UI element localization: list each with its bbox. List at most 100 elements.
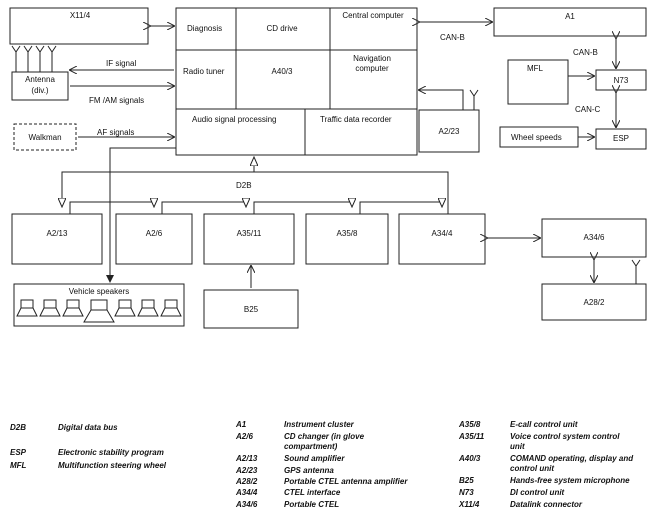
svg-text:B25: B25 bbox=[459, 476, 474, 485]
can-b-label-2: CAN-B bbox=[573, 48, 598, 57]
if-signal-label: IF signal bbox=[106, 59, 136, 68]
svg-text:Hands-free system microphone: Hands-free system microphone bbox=[510, 476, 630, 485]
svg-text:control unit: control unit bbox=[510, 464, 554, 473]
svg-text:unit: unit bbox=[510, 442, 525, 451]
d2b-label: D2B bbox=[236, 181, 252, 190]
svg-text:A34/4: A34/4 bbox=[235, 488, 258, 497]
radio-tuner-label: Radio tuner bbox=[183, 67, 225, 76]
n73-box: N73 bbox=[595, 69, 647, 91]
svg-text:A35/8: A35/8 bbox=[458, 420, 481, 429]
wheel-speeds-box: Wheel speeds bbox=[499, 126, 579, 148]
svg-text:compartment): compartment) bbox=[284, 442, 338, 451]
svg-text:X11/4: X11/4 bbox=[458, 500, 480, 509]
svg-text:A2/6: A2/6 bbox=[235, 432, 253, 441]
svg-text:Wheel speeds: Wheel speeds bbox=[511, 133, 562, 142]
gps-link bbox=[419, 90, 464, 110]
svg-text:GPS antenna: GPS antenna bbox=[284, 466, 334, 475]
x11-4-box: X11/4 bbox=[9, 7, 149, 45]
a35-8-box: A35/8 bbox=[305, 213, 389, 265]
svg-text:Digital data bus: Digital data bus bbox=[58, 423, 118, 432]
central-computer-label: Central computer bbox=[342, 11, 404, 20]
a28-2-box: A28/2 bbox=[541, 283, 647, 321]
svg-text:COMAND operating, display and: COMAND operating, display and bbox=[510, 454, 634, 463]
audio-processing-label: Audio signal processing bbox=[192, 115, 277, 124]
a2-6-box: A2/6 bbox=[115, 213, 193, 265]
a34-6-box: A34/6 bbox=[541, 218, 647, 258]
speaker-icon bbox=[160, 299, 182, 317]
speaker-icon bbox=[62, 299, 84, 317]
subwoofer-icon bbox=[83, 299, 115, 323]
traffic-recorder-label: Traffic data recorder bbox=[320, 115, 392, 124]
svg-text:A34/6: A34/6 bbox=[235, 500, 258, 509]
svg-text:Walkman: Walkman bbox=[28, 133, 61, 142]
svg-text:B25: B25 bbox=[244, 305, 259, 314]
svg-text:Electronic stability program: Electronic stability program bbox=[58, 448, 164, 457]
svg-text:(div.): (div.) bbox=[31, 86, 49, 95]
svg-text:A34/4: A34/4 bbox=[432, 229, 453, 238]
fm-am-label: FM /AM signals bbox=[89, 96, 144, 105]
svg-text:N73: N73 bbox=[459, 488, 474, 497]
portable-antenna-icon bbox=[631, 259, 641, 284]
svg-text:MFL: MFL bbox=[10, 461, 27, 470]
can-c-label: CAN-C bbox=[575, 105, 601, 114]
svg-text:A2/6: A2/6 bbox=[146, 229, 163, 238]
svg-text:A2/23: A2/23 bbox=[439, 127, 460, 136]
speaker-icon bbox=[114, 299, 136, 317]
legend: D2B Digital data bus ESP Electronic stab… bbox=[10, 420, 634, 509]
speaker-icon bbox=[39, 299, 61, 317]
svg-text:Sound amplifier: Sound amplifier bbox=[284, 454, 345, 463]
svg-text:D2B: D2B bbox=[10, 423, 26, 432]
svg-text:ESP: ESP bbox=[10, 448, 27, 457]
svg-text:Instrument cluster: Instrument cluster bbox=[284, 420, 355, 429]
svg-text:Portable CTEL antenna amplifie: Portable CTEL antenna amplifier bbox=[284, 477, 408, 486]
svg-text:Antenna: Antenna bbox=[25, 75, 55, 84]
svg-text:A2/13: A2/13 bbox=[235, 454, 258, 463]
a2-13-box: A2/13 bbox=[11, 213, 103, 265]
can-b-label-1: CAN-B bbox=[440, 33, 465, 42]
gps-antenna-icon bbox=[469, 89, 479, 110]
svg-text:A1: A1 bbox=[565, 12, 575, 21]
svg-text:A2/13: A2/13 bbox=[47, 229, 68, 238]
audio-speakers-link bbox=[106, 147, 176, 283]
svg-text:A28/2: A28/2 bbox=[584, 298, 605, 307]
svg-text:A35/11: A35/11 bbox=[458, 432, 485, 441]
svg-text:N73: N73 bbox=[614, 76, 629, 85]
svg-text:MFL: MFL bbox=[527, 64, 544, 73]
esp-box: ESP bbox=[595, 128, 647, 150]
antenna-icons bbox=[11, 45, 57, 72]
cd-drive-label: CD drive bbox=[266, 24, 298, 33]
svg-text:A34/6: A34/6 bbox=[584, 233, 605, 242]
a35-11-box: A35/11 bbox=[203, 213, 295, 265]
svg-text:Vehicle speakers: Vehicle speakers bbox=[69, 287, 129, 296]
svg-text:CD changer (in glove: CD changer (in glove bbox=[284, 432, 365, 441]
svg-text:CTEL interface: CTEL interface bbox=[284, 488, 341, 497]
svg-text:X11/4: X11/4 bbox=[70, 11, 91, 20]
a34-4-box: A34/4 bbox=[398, 213, 486, 265]
navigation-label-2: computer bbox=[355, 64, 389, 73]
svg-text:Portable CTEL: Portable CTEL bbox=[284, 500, 339, 509]
speaker-icons bbox=[16, 299, 182, 323]
a40-3-label: A40/3 bbox=[272, 67, 293, 76]
svg-text:A35/8: A35/8 bbox=[337, 229, 358, 238]
svg-text:ESP: ESP bbox=[613, 134, 629, 143]
svg-text:Multifunction steering wheel: Multifunction steering wheel bbox=[58, 461, 167, 470]
svg-text:A35/11: A35/11 bbox=[237, 229, 262, 238]
diagnosis-label: Diagnosis bbox=[187, 24, 222, 33]
svg-text:E-call control unit: E-call control unit bbox=[510, 420, 578, 429]
antenna-box: Antenna (div.) bbox=[11, 71, 69, 101]
svg-text:A1: A1 bbox=[235, 420, 247, 429]
svg-text:DI control unit: DI control unit bbox=[510, 488, 565, 497]
legend-col-3: A35/8 E-call control unit A35/11 Voice c… bbox=[458, 420, 634, 509]
mfl-box: MFL bbox=[507, 59, 569, 105]
comand-unit: Diagnosis CD drive Central computer Radi… bbox=[175, 7, 418, 156]
svg-text:Datalink connector: Datalink connector bbox=[510, 500, 583, 509]
a2-23-box: A2/23 bbox=[418, 109, 480, 153]
af-signals-label: AF signals bbox=[97, 128, 134, 137]
svg-text:Voice control system control: Voice control system control bbox=[510, 432, 620, 441]
walkman-box: Walkman bbox=[13, 123, 77, 151]
speaker-icon bbox=[137, 299, 159, 317]
svg-text:A40/3: A40/3 bbox=[458, 454, 481, 463]
b25-box: B25 bbox=[203, 289, 299, 329]
legend-col-2: A1 Instrument cluster A2/6 CD changer (i… bbox=[235, 420, 408, 509]
